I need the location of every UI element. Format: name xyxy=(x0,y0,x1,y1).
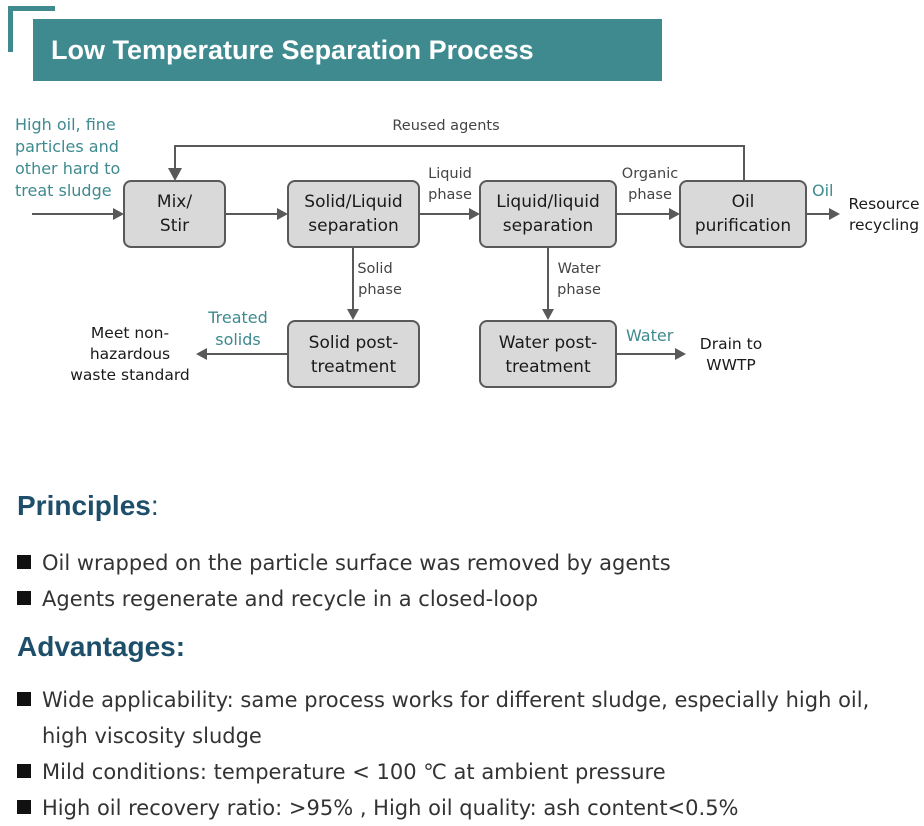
advantage-item: Mild conditions: temperature < 100 ℃ at … xyxy=(17,754,666,790)
advantage-item: High oil recovery ratio: >95% , High oil… xyxy=(17,790,739,826)
solid-post-treatment-box: Solid post-treatment xyxy=(287,320,420,388)
svg-text:Water post-treatment: Water post-treatment xyxy=(499,333,598,377)
arrowhead xyxy=(542,309,554,320)
bullet-square-icon xyxy=(17,692,31,706)
principle-item: Oil wrapped on the particle surface was … xyxy=(17,545,671,581)
advantages-heading: Advantages: xyxy=(17,631,186,662)
corner-accent-horizontal xyxy=(8,6,55,11)
bullet-square-icon xyxy=(17,591,31,605)
reuse-loop-line xyxy=(174,145,745,181)
principles-heading: Principles: xyxy=(17,490,159,521)
principle-item: Agents regenerate and recycle in a close… xyxy=(17,581,538,617)
oil-label: Oil xyxy=(812,181,833,200)
arrowhead xyxy=(829,208,840,220)
mix-stir-box: Mix/Stir xyxy=(123,180,226,248)
svg-text:Solid post-treatment: Solid post-treatment xyxy=(309,333,399,377)
arrowhead xyxy=(277,208,288,220)
page-title: Low Temperature Separation Process xyxy=(33,19,662,81)
process-flow-diagram: High oil, fine particles and other hard … xyxy=(15,115,920,388)
input-arrowhead xyxy=(113,208,124,220)
bullet-square-icon xyxy=(17,764,31,778)
advantage-item: Wide applicability: same process works f… xyxy=(17,682,869,718)
water-post-treatment-box: Water post-treatment xyxy=(479,320,617,388)
arrowhead xyxy=(469,208,480,220)
reused-agents-label: Reused agents xyxy=(392,118,499,134)
svg-text:Mix/Stir: Mix/Stir xyxy=(157,192,192,236)
bullet-square-icon xyxy=(17,800,31,814)
water-label: Water xyxy=(626,326,674,345)
arrowhead xyxy=(196,348,207,360)
input-label: High oil, fine particles and other hard … xyxy=(15,115,125,200)
bullet-square-icon xyxy=(17,555,31,569)
corner-accent-vertical xyxy=(8,6,13,52)
arrowhead xyxy=(347,309,359,320)
advantage-item-continuation: high viscosity sludge xyxy=(42,724,262,748)
arrowhead xyxy=(669,208,680,220)
arrowhead xyxy=(675,348,686,360)
reuse-arrowhead xyxy=(168,168,182,181)
